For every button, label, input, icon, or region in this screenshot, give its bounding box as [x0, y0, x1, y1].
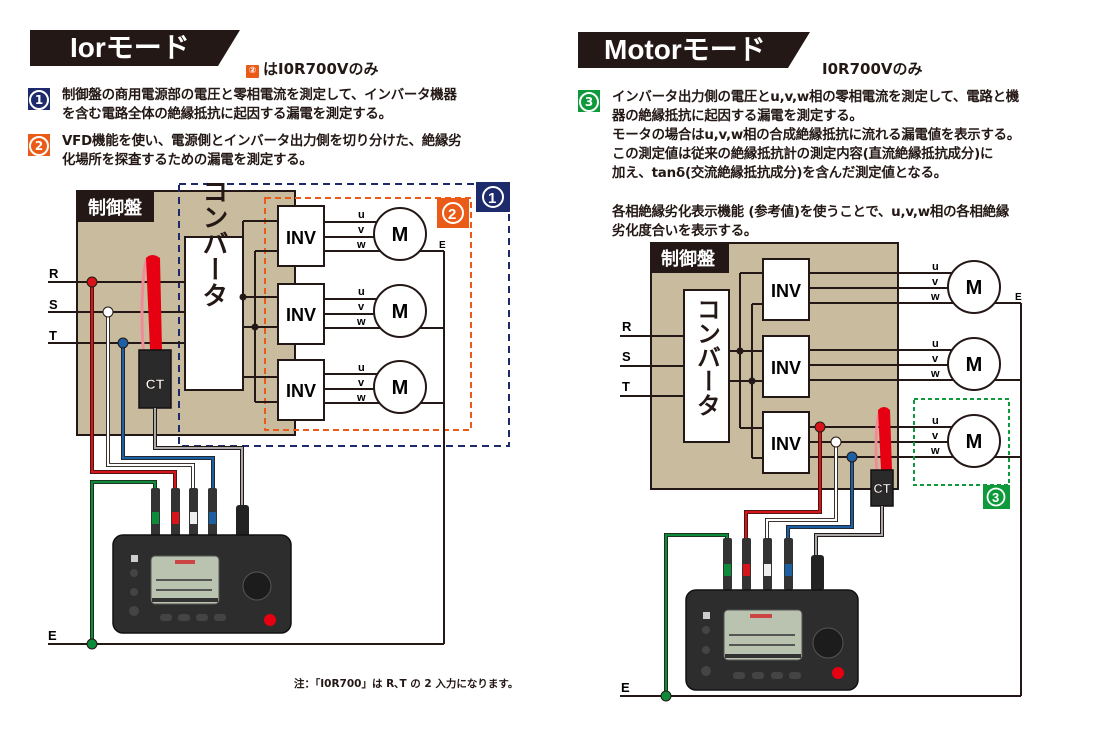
motor-3	[373, 360, 427, 414]
svg-text:w: w	[356, 316, 366, 328]
inverter-box-1	[277, 205, 325, 267]
svg-text:v: v	[358, 224, 365, 236]
motor-earth-label: E	[439, 240, 446, 251]
svg-text:v: v	[358, 301, 365, 313]
phase-t-label: T	[49, 328, 57, 343]
zone-2-mini-badge: ②	[246, 65, 259, 78]
svg-text:u: u	[358, 362, 365, 374]
svg-text:w: w	[930, 368, 940, 380]
zone-1-badge: 1	[28, 88, 50, 110]
svg-text:u: u	[932, 338, 939, 350]
zone-1-boundary	[178, 183, 510, 447]
svg-text:w: w	[930, 445, 940, 457]
svg-text:u: u	[932, 261, 939, 273]
inverter-box-2	[762, 335, 810, 398]
ior-item-1-text: 制御盤の商用電源部の電圧と零相電流を測定して、インバータ機器 を含む電路全体の絶…	[62, 88, 457, 122]
ior-mode-banner: Iorモード	[30, 30, 240, 66]
inverter-2-label: INV	[771, 358, 801, 378]
motor-mode-subtitle: I0R700Vのみ	[822, 60, 923, 78]
motor-1-label: M	[392, 224, 409, 246]
zone-1-label: 1	[488, 190, 496, 207]
ior700-note: 注：「I0R700」は R､T の 2 入力になります。	[294, 678, 519, 690]
svg-text:w: w	[356, 239, 366, 251]
inverter-3-label: INV	[771, 434, 801, 454]
ior-item-2-text: VFD機能を使い、電源側とインバータ出力側を切り分けた、絶縁劣 化場所を探査する…	[62, 134, 462, 168]
phase-s-label: S	[622, 349, 631, 364]
probe-plugs	[723, 538, 824, 591]
control-panel-label: 制御盤	[661, 248, 716, 269]
probe-plugs	[151, 488, 249, 539]
motor-2	[373, 284, 427, 338]
motor-3-label: M	[966, 431, 983, 453]
motor-3	[947, 414, 1001, 468]
converter-box	[683, 289, 730, 443]
svg-text:w: w	[356, 392, 366, 404]
zone-3-badge: 3	[578, 90, 600, 112]
ct-label: CT	[146, 376, 165, 392]
inverter-2-label: INV	[286, 305, 316, 325]
motor-item-3-text: インバータ出力側の電圧とu,v,w相の零相電流を測定して、電路と機 器の絶縁抵抗…	[612, 90, 1021, 181]
insulation-tester-device	[112, 534, 292, 634]
earth-main-label: E	[621, 680, 630, 695]
phase-t-label: T	[622, 379, 630, 394]
inverter-1-label: INV	[286, 228, 316, 248]
zone-3-label: 3	[992, 490, 999, 505]
motor-2-label: M	[392, 301, 409, 323]
control-panel-label: 制御盤	[88, 197, 143, 218]
motor-mode-diagram: 制御盤 R S T コンバータ INV INV INV uvw	[620, 242, 1022, 702]
ior-mode-title: Iorモード	[70, 32, 190, 63]
motor-3-label: M	[392, 377, 409, 399]
ct-label: CT	[873, 481, 890, 496]
zone-2-boundary	[264, 197, 472, 431]
insulation-tester-device	[685, 589, 859, 691]
zone-2-label: 2	[448, 206, 456, 223]
inverter-1-label: INV	[771, 281, 801, 301]
inverter-3-label: INV	[286, 381, 316, 401]
motor-2-label: M	[966, 354, 983, 376]
svg-text:v: v	[932, 276, 939, 288]
inverter-box-2	[277, 283, 325, 345]
motor-1	[947, 260, 1001, 314]
svg-text:v: v	[932, 353, 939, 365]
control-panel-label-bg	[652, 244, 729, 273]
phase-r-label: R	[49, 266, 59, 281]
ior-mode-diagram: 制御盤 1 2 R S T コンバータ INV INV INV	[48, 178, 510, 650]
svg-text:u: u	[358, 286, 365, 298]
ct-clamp-ring	[146, 255, 162, 350]
converter-label: コンバータ	[199, 178, 229, 308]
motor-extra-text: 各相絶縁劣化表示機能 (参考値)を使うことで、u,v,w相の各相絶縁 劣化度合い…	[612, 205, 1010, 239]
inverter-box-3	[277, 359, 325, 421]
phase-r-label: R	[622, 319, 632, 334]
motor-1	[373, 207, 427, 261]
svg-text:v: v	[932, 430, 939, 442]
control-panel-label-bg	[78, 192, 154, 222]
zone-2-badge: 2	[28, 134, 50, 156]
motor-2	[947, 337, 1001, 391]
svg-text:w: w	[930, 291, 940, 303]
motor-1-label: M	[966, 277, 983, 299]
motor-earth-label: E	[1015, 292, 1022, 303]
zone-3-boundary	[913, 398, 1010, 486]
svg-text:u: u	[358, 209, 365, 221]
svg-text:u: u	[932, 415, 939, 427]
converter-label: コンバータ	[693, 297, 720, 417]
motor-mode-banner: Motorモード	[578, 32, 810, 68]
earth-main-label: E	[48, 628, 57, 643]
inverter-box-1	[762, 258, 810, 321]
svg-text:v: v	[358, 377, 365, 389]
ct-clamp-ring	[878, 407, 892, 470]
phase-s-label: S	[49, 297, 58, 312]
motor-mode-title: Motorモード	[604, 34, 766, 65]
